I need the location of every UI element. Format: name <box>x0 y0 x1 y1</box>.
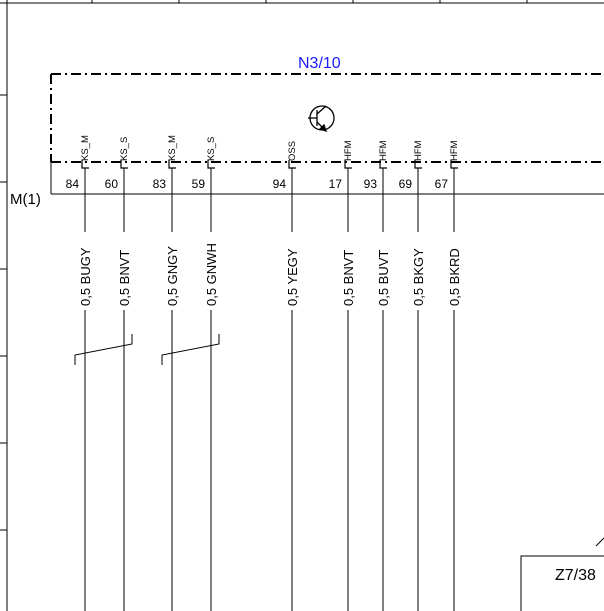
pin-number: 60 <box>105 177 119 191</box>
next-component-label: Z7/38 <box>555 567 596 584</box>
pin-signal-label: KS_M <box>80 135 91 161</box>
connector-label: M(1) <box>10 191 41 208</box>
pin-6: HFM 93 0,5 BUVT <box>364 140 391 611</box>
pin-5: HFM 17 0,5 BNVT <box>329 140 356 611</box>
wire-label: 0,5 BUVT <box>376 250 391 306</box>
wire-label: 0,5 BKRD <box>447 248 462 306</box>
pin-number: 69 <box>399 177 413 191</box>
pin-signal-label: HFM <box>378 140 389 161</box>
wire-label: 0,5 GNGY <box>165 246 180 306</box>
pin-signal-label: KS_M <box>167 135 178 161</box>
pin-signal-label: KS_S <box>119 137 130 161</box>
pin-contact-icon <box>207 160 215 169</box>
pin-4: OSS 94 0,5 YEGY <box>273 141 300 611</box>
pin-7: HFM 69 0,5 BKGY <box>399 140 426 611</box>
wire-label: 0,5 GNWH <box>204 243 219 306</box>
pin-signal-label: OSS <box>287 141 298 161</box>
wire-label: 0,5 BUGY <box>78 247 93 306</box>
pin-signal-label: HFM <box>343 140 354 161</box>
shield-bracket-1 <box>74 334 133 365</box>
pin-number: 94 <box>273 177 287 191</box>
pin-signal-label: HFM <box>413 140 424 161</box>
pin-2: KS_M 83 0,5 GNGY <box>153 135 180 611</box>
transistor-icon <box>308 105 335 133</box>
wire-label: 0,5 BNVT <box>341 250 356 306</box>
component-boundary <box>50 73 604 163</box>
next-component-box <box>520 537 604 611</box>
top-ruler <box>0 0 604 4</box>
shield-bracket-2 <box>161 334 220 365</box>
pin-number: 84 <box>66 177 80 191</box>
pin-1: KS_S 60 0,5 BNVT <box>105 137 132 611</box>
pin-contact-icon <box>120 160 128 169</box>
wire-label: 0,5 YEGY <box>285 248 300 306</box>
pin-signal-label: KS_S <box>206 137 217 161</box>
pin-signal-label: HFM <box>449 140 460 161</box>
pin-number: 17 <box>329 177 343 191</box>
pin-number: 83 <box>153 177 167 191</box>
pin-0: KS_M 84 0,5 BUGY <box>66 135 93 611</box>
pin-contact-icon <box>344 160 352 169</box>
pin-8: HFM 67 0,5 BKRD <box>435 140 462 611</box>
pin-number: 59 <box>192 177 206 191</box>
wire-label: 0,5 BNVT <box>117 250 132 306</box>
pin-contact-icon <box>81 160 89 169</box>
pins: KS_M 84 0,5 BUGY KS_S 60 0,5 BNVT KS_M 83 0,5 GN… <box>66 135 462 611</box>
pin-contact-icon <box>450 160 458 169</box>
left-ruler <box>0 0 8 611</box>
pin-number: 93 <box>364 177 378 191</box>
pin-contact-icon <box>288 160 296 169</box>
pin-number: 67 <box>435 177 449 191</box>
pin-contact-icon <box>168 160 176 169</box>
component-label: N3/10 <box>298 55 341 72</box>
wire-label: 0,5 BKGY <box>411 248 426 306</box>
pin-3: KS_S 59 0,5 GNWH <box>192 137 219 611</box>
pin-contact-icon <box>414 160 422 169</box>
pin-contact-icon <box>379 160 387 169</box>
